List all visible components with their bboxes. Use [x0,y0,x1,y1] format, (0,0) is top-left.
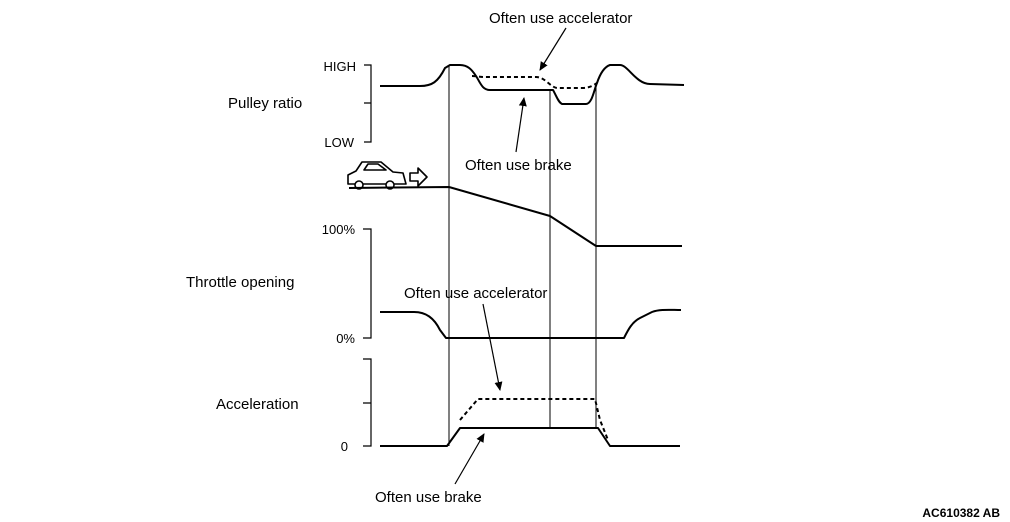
acceleration-accelerator-curve [459,398,609,441]
car-icon [347,161,407,190]
pulley-accelerator-curve [471,75,598,89]
throttle-100-label: 100% [322,222,356,237]
acceleration-brake-annotation: Often use brake [375,489,482,506]
acceleration-axis [363,358,372,447]
figure-code: AC610382 AB [922,506,1000,520]
throttle-0-label: 0% [336,331,355,346]
throttle-accelerator-leader [482,303,503,391]
acceleration-label: Acceleration [216,396,299,413]
pulley-brake-leader [515,97,527,153]
road-profile-line [348,186,682,247]
acceleration-zero-label: 0 [341,439,348,454]
arrow-right-icon [409,167,428,187]
pulley-accelerator-annotation: Often use accelerator [489,10,632,27]
pulley-brake-annotation: Often use brake [465,157,572,174]
throttle-curve [380,308,682,339]
throttle-accelerator-annotation: Often use accelerator [404,285,547,302]
pulley-accelerator-leader [539,27,567,71]
throttle-opening-label: Throttle opening [186,274,294,291]
pulley-low-label: LOW [324,135,354,150]
throttle-axis [363,228,372,339]
pulley-brake-curve [380,64,685,105]
pulley-high-label: HIGH [324,59,357,74]
pulley-ratio-axis [364,64,372,143]
acceleration-brake-leader [454,433,485,485]
pulley-ratio-label: Pulley ratio [228,95,302,112]
acceleration-brake-curve [380,427,680,447]
